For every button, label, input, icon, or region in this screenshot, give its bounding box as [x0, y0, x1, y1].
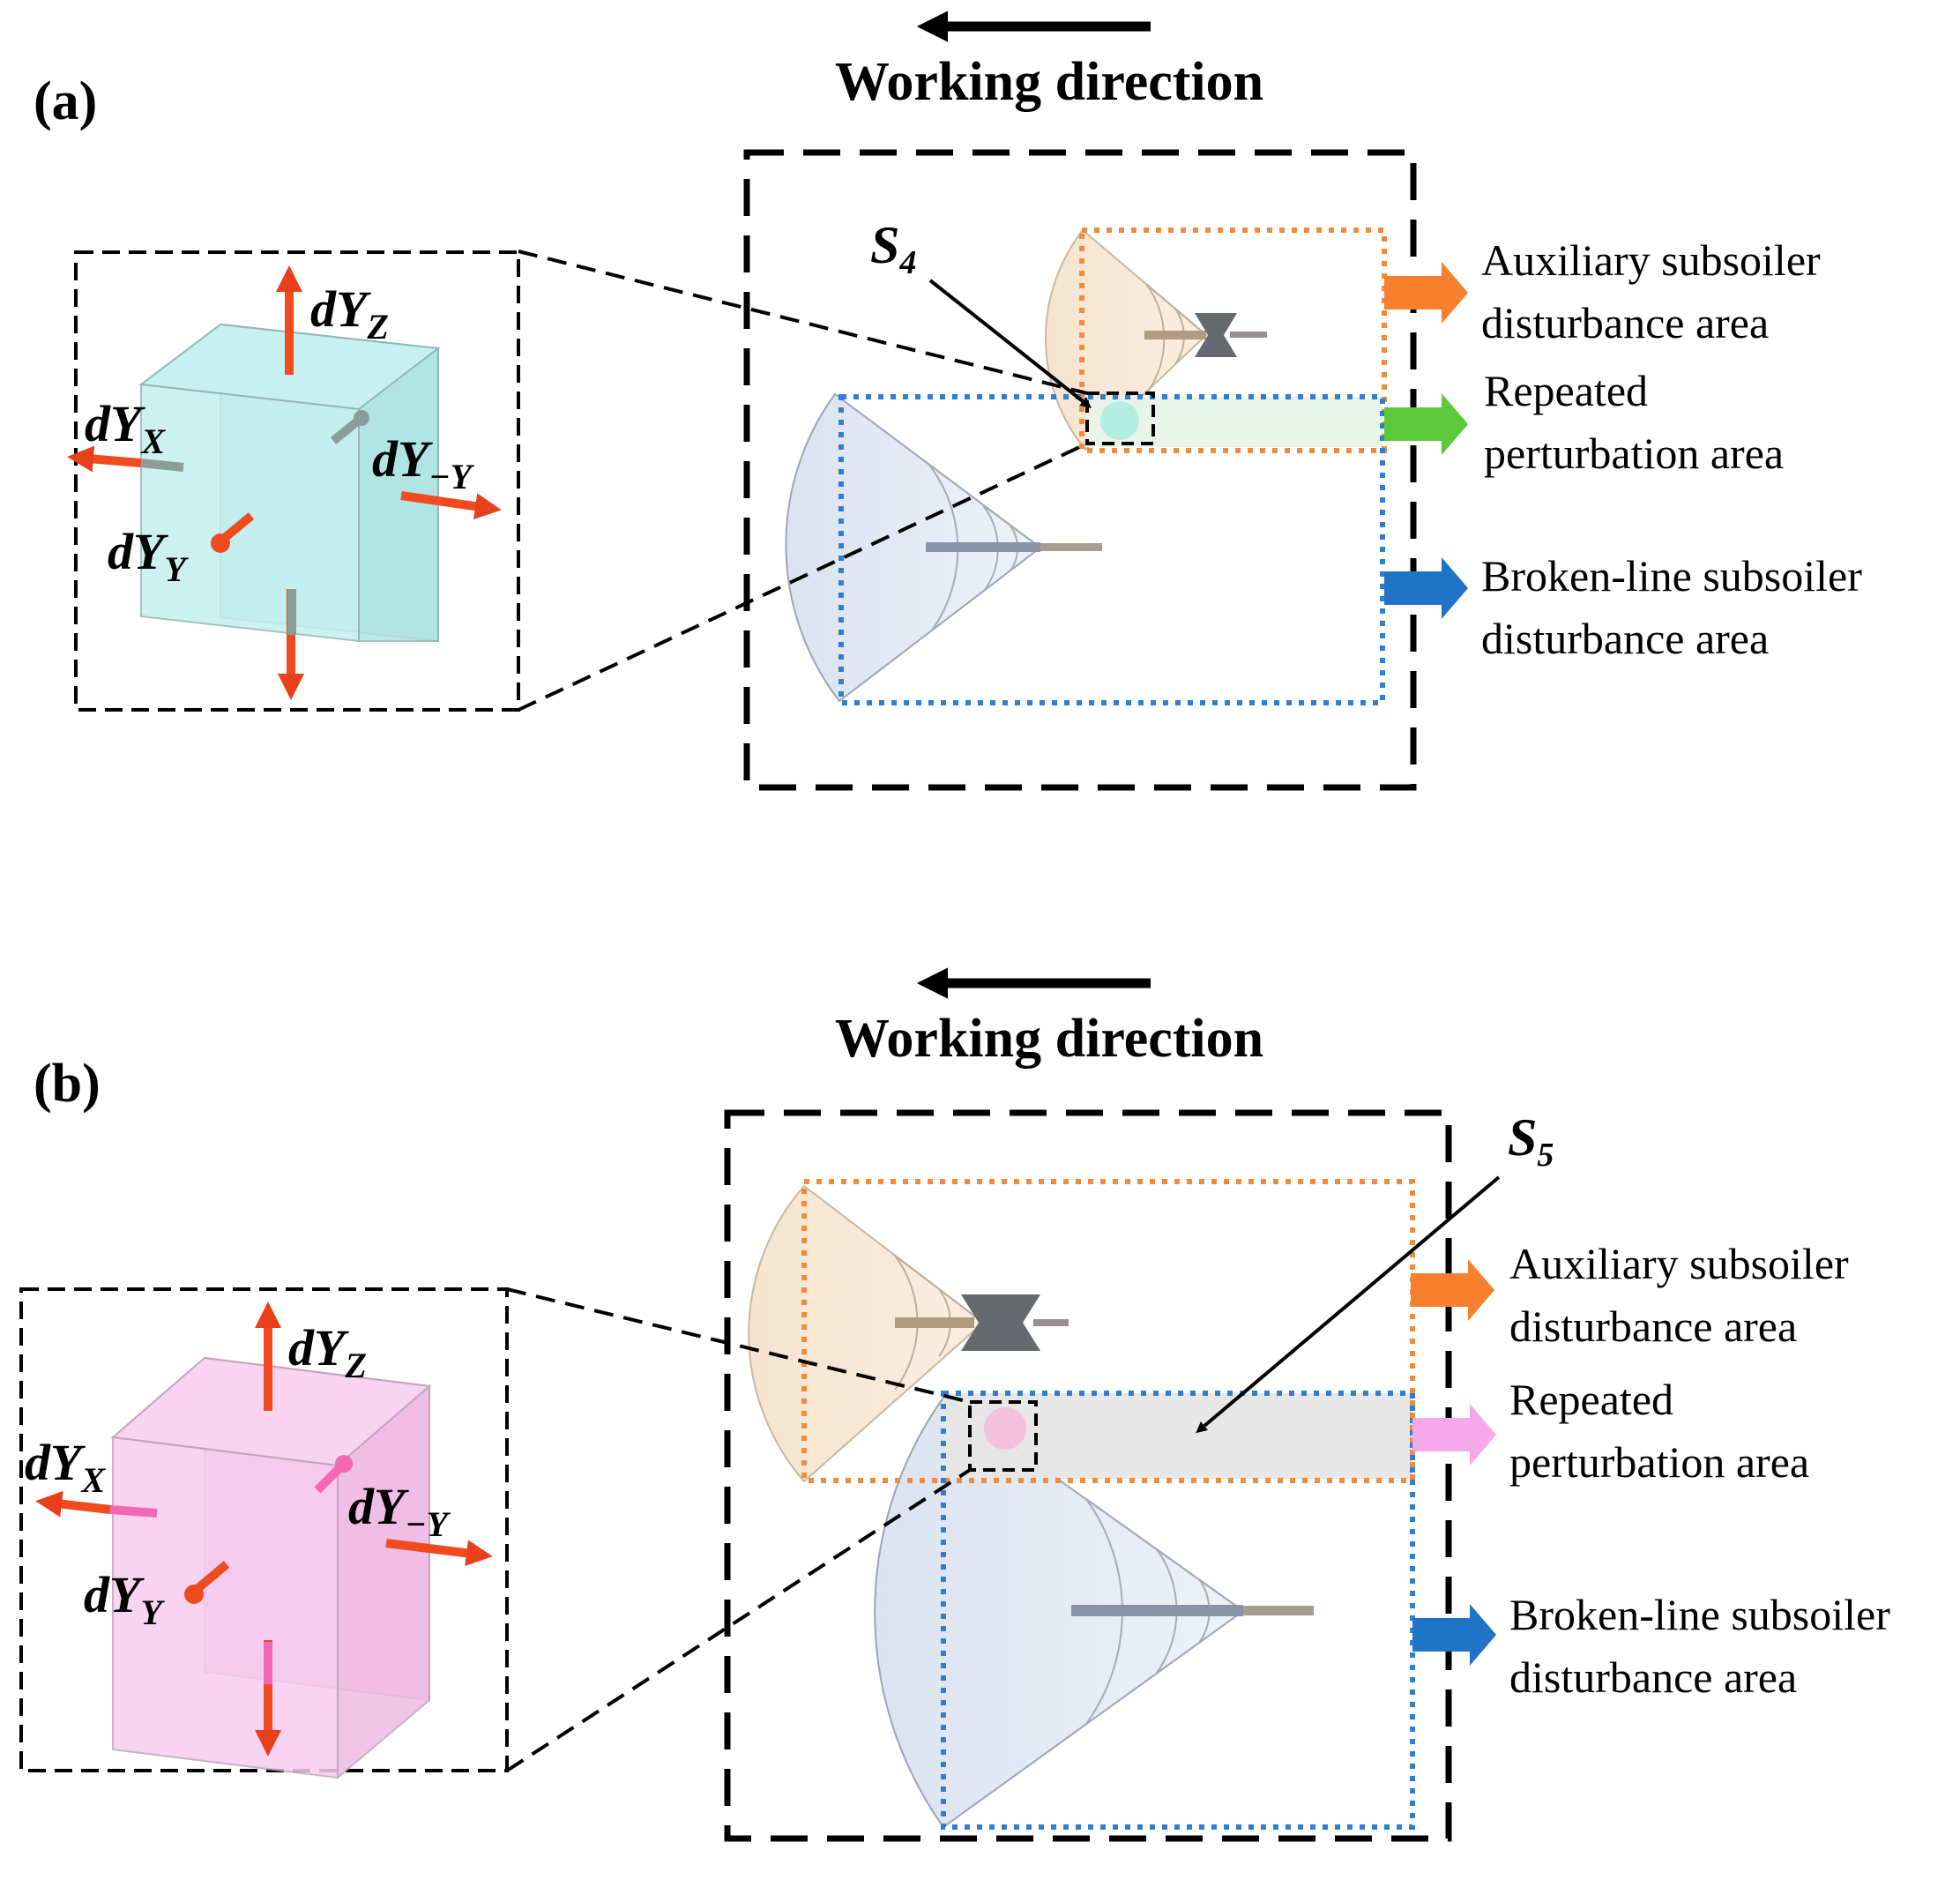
- subsoiler-shank-icon: [926, 542, 1102, 552]
- arrow-right-icon: [1412, 1404, 1496, 1466]
- legend-brokenline-line1: Broken-line subsoiler: [1481, 551, 1862, 600]
- zoom-connector: [505, 1468, 972, 1772]
- legend-brokenline-line2: disturbance area: [1481, 614, 1769, 663]
- cube-inset-frame: [74, 250, 520, 712]
- label-dy-y: dYY: [108, 523, 189, 589]
- vector-z-stub: [264, 1642, 272, 1684]
- legend-brokenline: Broken-line subsoiler disturbance area: [1384, 551, 1862, 663]
- label-dy-minus-y: dY−Y: [348, 1478, 451, 1544]
- s4-label: S4: [870, 216, 916, 281]
- arrow-right-icon: [1412, 1604, 1496, 1666]
- legend-auxiliary-line1: Auxiliary subsoiler: [1481, 235, 1821, 285]
- arrow-right-icon: [1384, 393, 1468, 455]
- arrow-right-icon: [1384, 262, 1468, 324]
- panel-b-label: (b): [34, 1054, 101, 1114]
- vector-back-ball: [354, 410, 369, 426]
- legend-repeated: Repeated perturbation area: [1384, 366, 1784, 478]
- s5-label: S5: [1508, 1108, 1554, 1174]
- legend-brokenline: Broken-line subsoiler disturbance area: [1412, 1590, 1890, 1702]
- label-dy-minus-y: dY−Y: [372, 430, 475, 496]
- repeated-point-glow: [1100, 401, 1139, 440]
- legend-auxiliary: Auxiliary subsoiler disturbance area: [1384, 235, 1821, 347]
- vector-y-ball: [184, 1585, 204, 1604]
- vector-x-stub: [109, 1505, 158, 1518]
- vector-back-ball: [335, 1455, 353, 1473]
- label-dy-z: dYZ: [310, 280, 389, 347]
- label-dy-z: dYZ: [288, 1319, 367, 1385]
- domain-frame: [743, 149, 1417, 791]
- zoom-connector: [518, 442, 1088, 712]
- cube-inset-frame: [19, 1287, 509, 1772]
- panel-a-label: (a): [34, 71, 97, 131]
- s4-pointer: [928, 279, 1092, 408]
- vector-minus-y-arrow: [385, 1539, 493, 1567]
- working-direction-label: Working direction: [835, 52, 1263, 112]
- label-dy-y: dYY: [84, 1566, 165, 1632]
- zoom-connector: [506, 1287, 971, 1404]
- cube-icon: [110, 1356, 432, 1780]
- repeated-point-glow: [984, 1407, 1026, 1450]
- legend-repeated-line2: perturbation area: [1509, 1437, 1809, 1487]
- domain-frame: [724, 1109, 1452, 1842]
- brokenline-disturbance-box: [941, 1391, 1415, 1830]
- vector-y-ball: [211, 533, 230, 553]
- auxiliary-disturbance-box: [801, 1179, 1415, 1483]
- legend-auxiliary-line2: disturbance area: [1481, 298, 1769, 347]
- legend-brokenline-line1: Broken-line subsoiler: [1509, 1590, 1890, 1639]
- working-direction-label: Working direction: [835, 1009, 1263, 1069]
- arrow-right-icon: [1384, 557, 1468, 619]
- s5-pointer: [1196, 1175, 1501, 1434]
- subsoiler-shank-icon: [1071, 1605, 1314, 1616]
- vector-x-arrow: [35, 1490, 111, 1518]
- brokenline-disturbance-box: [838, 394, 1385, 705]
- legend-repeated-line1: Repeated: [1484, 366, 1648, 415]
- subsoiler-shank-icon: [1144, 313, 1267, 357]
- arrow-right-icon: [1411, 1259, 1494, 1321]
- legend-repeated: Repeated perturbation area: [1412, 1375, 1809, 1487]
- label-dy-x: dYX: [25, 1434, 106, 1500]
- label-dy-x: dYX: [85, 395, 166, 461]
- legend-auxiliary-line1: Auxiliary subsoiler: [1509, 1239, 1849, 1288]
- vector-x-arrow: [67, 445, 142, 473]
- zoom-connector: [518, 250, 1088, 395]
- panel-a: (a) Working direction: [34, 11, 1862, 791]
- subsoiler-shank-icon: [895, 1294, 1069, 1351]
- vector-minus-y-arrow: [400, 491, 502, 519]
- legend-repeated-line1: Repeated: [1509, 1375, 1673, 1424]
- zoom-point-box: [968, 1400, 1038, 1472]
- legend-auxiliary: Auxiliary subsoiler disturbance area: [1411, 1239, 1849, 1351]
- panel-b: (b) Working direction: [19, 967, 1890, 1842]
- legend-brokenline-line2: disturbance area: [1509, 1652, 1797, 1702]
- cube-icon: [138, 323, 441, 643]
- vector-x-stub: [140, 459, 184, 472]
- legend-auxiliary-line2: disturbance area: [1509, 1302, 1797, 1351]
- vector-z-stub: [287, 589, 296, 635]
- legend-repeated-line2: perturbation area: [1484, 429, 1784, 478]
- auxiliary-disturbance-box: [1079, 227, 1387, 453]
